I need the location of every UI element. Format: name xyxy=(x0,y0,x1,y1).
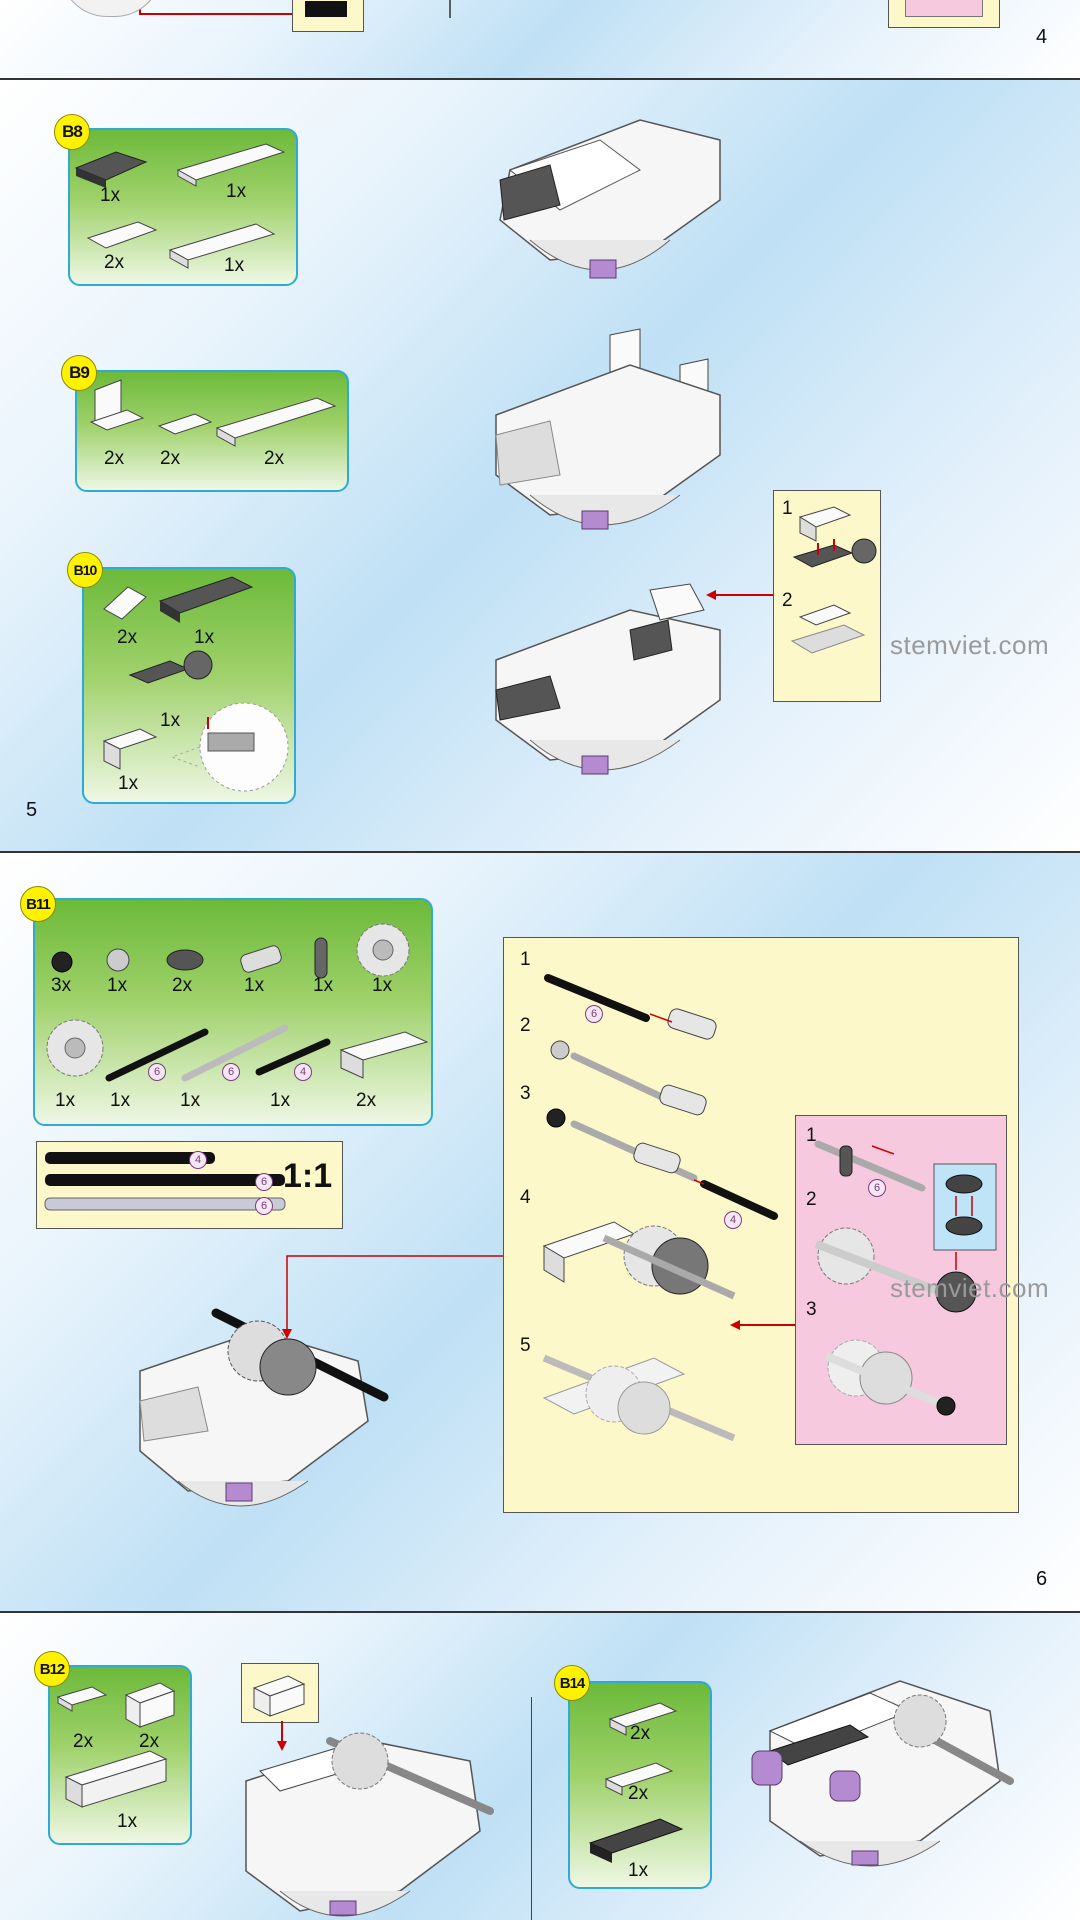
b11-axle-length-2: 6 xyxy=(222,1063,240,1081)
axle-scale-illustration xyxy=(44,1152,286,1211)
gear-inset-box xyxy=(795,1115,1007,1445)
b11-substep-3: 3 xyxy=(520,1083,531,1104)
b11-substep-1: 1 xyxy=(520,949,531,970)
b11-qty-r2-4: 1x xyxy=(270,1090,291,1111)
b8-qty-4: 1x xyxy=(224,255,245,276)
b14-parts-illustration xyxy=(588,1702,684,1863)
b10-substeps-box xyxy=(773,490,881,702)
pointer-arrow xyxy=(139,0,451,18)
scale-axle-length-2: 6 xyxy=(255,1173,273,1191)
b11-axle-length-1: 6 xyxy=(148,1063,166,1081)
substep-arrow xyxy=(706,590,773,600)
step-b8-badge: B8 xyxy=(54,114,90,150)
b11-substep-4: 4 xyxy=(520,1187,531,1208)
b11-parts-illustration xyxy=(46,923,429,1082)
b11-qty-r1-1: 3x xyxy=(51,975,72,996)
b11-qty-r1-4: 1x xyxy=(244,975,265,996)
b9-qty-1: 2x xyxy=(104,448,125,469)
b11-qty-r1-5: 1x xyxy=(313,975,334,996)
step-b9-badge: B9 xyxy=(61,355,97,391)
b12-part-callout xyxy=(241,1663,319,1723)
scale-ratio: 1:1 xyxy=(283,1157,333,1195)
pink-part-box xyxy=(888,0,1000,28)
inset-substep-3: 3 xyxy=(806,1299,817,1320)
b14-qty-2: 2x xyxy=(628,1783,649,1804)
b11-assembly-illustration xyxy=(139,1308,389,1507)
b12-qty-3: 1x xyxy=(117,1811,138,1832)
b8-assembly-illustration xyxy=(499,119,721,279)
b10-qty-2: 1x xyxy=(194,627,215,648)
b11-substep-5: 5 xyxy=(520,1335,531,1356)
b10-assembly-illustration xyxy=(495,583,721,775)
b11-qty-r2-3: 1x xyxy=(180,1090,201,1111)
b11-qty-r1-6: 1x xyxy=(372,975,393,996)
b11-qty-r2-1: 1x xyxy=(55,1090,76,1111)
b11-axle-length-3: 4 xyxy=(294,1063,312,1081)
b11-qty-r1-2: 1x xyxy=(107,975,128,996)
step-b11-parts-box xyxy=(33,898,433,1126)
scale-axle-length-3: 6 xyxy=(255,1197,273,1215)
b10-parts-illustration xyxy=(102,576,289,792)
inset-axle-length: 6 xyxy=(868,1179,886,1197)
b10-qty-1: 2x xyxy=(117,627,138,648)
substep3-axle-length: 4 xyxy=(724,1211,742,1229)
inset-arrow xyxy=(730,1320,795,1330)
substep-number-1: 1 xyxy=(782,498,793,519)
step-b11-badge: B11 xyxy=(20,886,56,922)
b11-substep-2: 2 xyxy=(520,1015,531,1036)
b10-qty-3: 1x xyxy=(160,710,181,731)
b9-parts-illustration xyxy=(89,379,337,447)
b9-qty-3: 2x xyxy=(264,448,285,469)
page-5-panel: B8 1x 1x 2x 1x B9 2x 2x 2x xyxy=(0,80,1080,853)
substep-parts-illustration xyxy=(790,506,877,654)
b8-qty-2: 1x xyxy=(226,181,247,202)
step-b14-parts-box xyxy=(568,1681,712,1889)
page-6-panel: B11 3x 1x 2x 1x 1x 1x 1x 1x 1x 1x 2x 6 6… xyxy=(0,853,1080,1613)
b12-assembly-illustration xyxy=(245,1721,494,1917)
step-b10-parts-box xyxy=(82,567,296,804)
step-b10-badge: B10 xyxy=(67,552,103,588)
brick-illustration xyxy=(292,0,364,32)
watermark: stemviet.com xyxy=(890,1273,1050,1303)
b11-qty-r2-2: 1x xyxy=(110,1090,131,1111)
callout-line xyxy=(282,1255,503,1339)
b11-qty-r1-3: 2x xyxy=(172,975,193,996)
page-number: 4 xyxy=(1036,26,1048,48)
b10-qty-4: 1x xyxy=(118,773,139,794)
b14-qty-1: 2x xyxy=(630,1723,651,1744)
page-number: 6 xyxy=(1036,1568,1048,1590)
inset-substep-1: 1 xyxy=(806,1125,817,1146)
b12-qty-1: 2x xyxy=(73,1731,94,1752)
b9-assembly-illustration xyxy=(495,328,721,530)
step-b8-parts-box xyxy=(68,128,298,286)
gear-inset-illustration xyxy=(814,1140,997,1416)
b8-qty-3: 2x xyxy=(104,252,125,273)
b14-assembly-illustration xyxy=(751,1680,1014,1867)
page-number: 5 xyxy=(26,799,38,821)
inset-substep-2: 2 xyxy=(806,1189,817,1210)
page-7-panel: B12 2x 2x 1x B14 2x 2x 1x xyxy=(0,1613,1080,1920)
scale-axle-length-1: 4 xyxy=(189,1151,207,1169)
substep1-axle-length: 6 xyxy=(585,1005,603,1023)
b12-callout-brick xyxy=(252,1675,306,1717)
substep-number-2: 2 xyxy=(782,590,793,611)
step-b9-parts-box xyxy=(75,370,349,492)
b11-qty-r2-5: 2x xyxy=(356,1090,377,1111)
b14-qty-3: 1x xyxy=(628,1860,649,1881)
page-4-panel: 4 xyxy=(0,0,1080,80)
watermark: stemviet.com xyxy=(890,630,1050,660)
axle-scale-box xyxy=(36,1141,343,1229)
b12-parts-illustration xyxy=(56,1682,176,1808)
b12-qty-2: 2x xyxy=(139,1731,160,1752)
step-b12-badge: B12 xyxy=(34,1651,70,1687)
step-b14-badge: B14 xyxy=(554,1665,590,1701)
substeps-illustration xyxy=(542,974,778,1442)
step-divider xyxy=(531,1697,532,1920)
b9-qty-2: 2x xyxy=(160,448,181,469)
b8-qty-1: 1x xyxy=(100,185,121,206)
step-b12-parts-box xyxy=(48,1665,192,1845)
b8-parts-illustration xyxy=(74,143,286,269)
